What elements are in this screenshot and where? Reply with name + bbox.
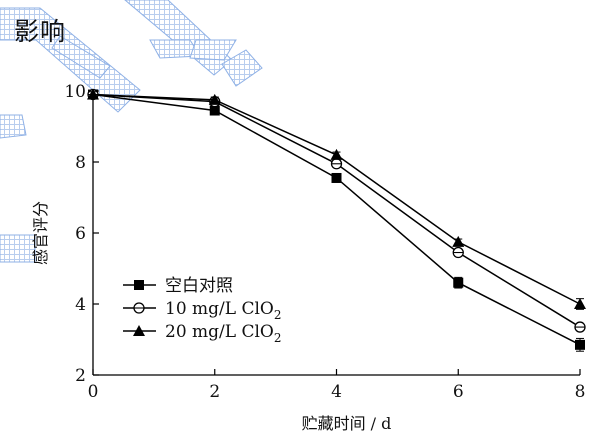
page-header-text: 影响: [14, 17, 67, 46]
marker-triangle: [452, 235, 465, 247]
x-tick-label: 2: [209, 382, 220, 402]
x-axis-label: 贮藏时间 / d: [302, 414, 392, 433]
series-line: [92, 93, 581, 305]
series-3: [87, 88, 586, 310]
legend-entry-3: 20 mg/L ClO2: [123, 322, 281, 345]
series-2: [87, 88, 586, 333]
legend-label: 20 mg/L ClO2: [165, 322, 281, 345]
legend-entry-2: 10 mg/L ClO2: [123, 299, 281, 322]
legend-entry-1: 空白对照: [123, 276, 233, 296]
marker-square: [134, 280, 144, 290]
series-layer: [87, 88, 586, 352]
y-tick-label: 2: [75, 366, 86, 386]
legend-label: 10 mg/L ClO2: [165, 299, 281, 322]
watermark-shapes: [0, 0, 263, 263]
y-tick-label: 4: [75, 295, 86, 315]
series-1: [88, 89, 585, 352]
marker-square: [331, 172, 342, 183]
y-tick-label: 6: [75, 224, 86, 244]
y-tick-label: 8: [75, 153, 86, 173]
x-tick-label: 8: [575, 382, 586, 402]
marker-square: [453, 277, 464, 288]
marker-triangle: [330, 148, 343, 160]
x-tick-label: 0: [88, 382, 99, 402]
x-tick-label: 4: [331, 382, 342, 402]
marker-square: [209, 105, 220, 116]
marker-square: [575, 339, 585, 350]
y-axis-label: 感官评分: [31, 201, 50, 265]
x-tick-label: 6: [453, 382, 464, 402]
legend-label: 空白对照: [165, 276, 233, 296]
marker-triangle: [87, 88, 99, 100]
marker-triangle: [133, 325, 145, 336]
marker-triangle: [574, 298, 586, 309]
marker-triangle: [208, 93, 221, 105]
y-tick-label: 10: [64, 82, 86, 102]
